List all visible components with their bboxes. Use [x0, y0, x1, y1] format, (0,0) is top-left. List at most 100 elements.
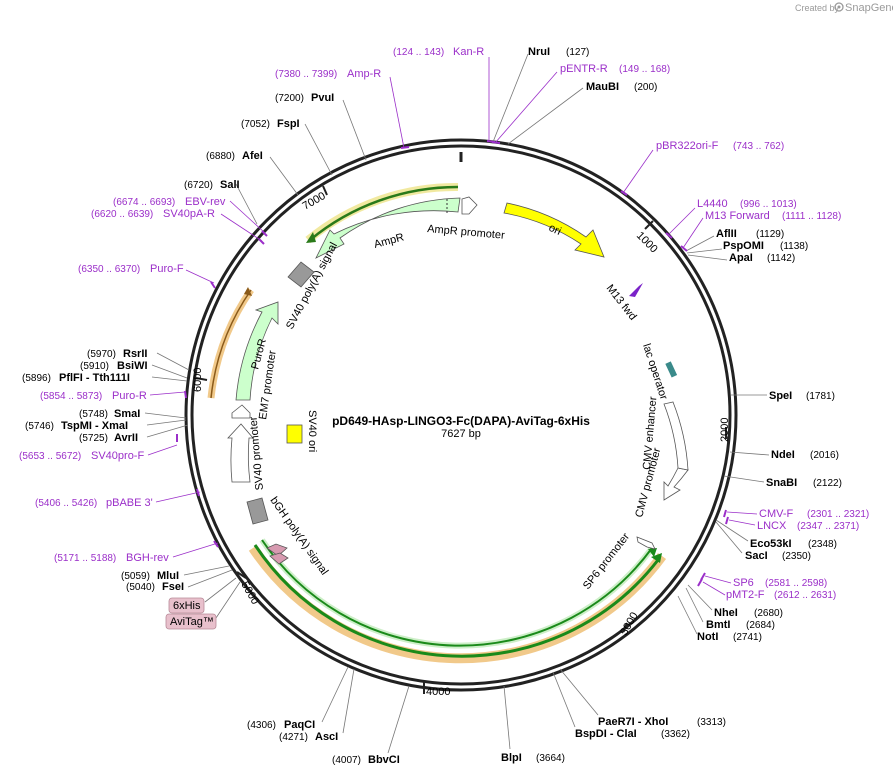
- restriction-site-ndei[interactable]: NdeI (2016): [729, 449, 839, 461]
- restriction-site-snabi[interactable]: SnaBI (2122): [723, 475, 842, 489]
- svg-text:(2684): (2684): [746, 620, 775, 631]
- svg-text:(3362): (3362): [661, 729, 690, 740]
- restriction-site-blpi[interactable]: BlpI (3664): [501, 685, 565, 764]
- restriction-site-fspi[interactable]: FspI (7052): [241, 118, 333, 176]
- restriction-site-tspmi-xmai[interactable]: TspMI - XmaI (5746): [25, 419, 187, 432]
- primer-amp-r[interactable]: Amp-R (7380 .. 7399): [275, 68, 410, 149]
- svg-text:(2741): (2741): [733, 632, 762, 643]
- svg-text:NotI: NotI: [697, 631, 718, 643]
- primer-sv40pro-f[interactable]: SV40pro-F (5653 .. 5672): [19, 434, 178, 462]
- restriction-site-pvui[interactable]: PvuI (7200): [275, 92, 367, 161]
- svg-text:(5406 .. 5426): (5406 .. 5426): [35, 498, 97, 509]
- insert-orf-inner-line: [261, 539, 653, 647]
- svg-text:(7380 .. 7399): (7380 .. 7399): [275, 69, 337, 80]
- restriction-site-pspomi[interactable]: PspOMI (1138): [686, 240, 808, 254]
- restriction-site-mlui[interactable]: MluI (5059): [121, 565, 230, 582]
- em7-promoter-arrow: [231, 404, 251, 419]
- primer-pmt2-f[interactable]: pMT2-F (2612 .. 2631): [697, 578, 836, 601]
- restriction-site-spei[interactable]: SpeI (1781): [731, 390, 835, 402]
- svg-text:SP6: SP6: [733, 577, 754, 589]
- ampr-orf-arrow: [309, 185, 459, 241]
- primer-l4440[interactable]: L4440 (996 .. 1013): [665, 198, 797, 239]
- restriction-site-maubi[interactable]: MauBI (200): [507, 81, 657, 145]
- restriction-site-rsrii[interactable]: RsrII (5970): [87, 348, 190, 371]
- primer-pentr-r[interactable]: pENTR-R (149 .. 168): [491, 63, 670, 144]
- restriction-site-bspdi-clai[interactable]: BspDI - ClaI (3362): [552, 671, 690, 740]
- restriction-site-avrii[interactable]: AvrII (5725): [79, 424, 189, 444]
- primer-kan-r[interactable]: Kan-R (124 .. 143): [393, 46, 496, 143]
- svg-text:pENTR-R: pENTR-R: [560, 63, 608, 75]
- primer-sv40pa-r[interactable]: SV40pA-R (6620 .. 6639): [91, 208, 265, 245]
- restriction-site-asci[interactable]: AscI (4271): [279, 668, 355, 743]
- restriction-site-nhei[interactable]: NheI (2680): [687, 584, 783, 619]
- svg-text:AfeI: AfeI: [242, 150, 263, 162]
- restriction-site-paqci[interactable]: PaqCI (4306): [247, 666, 349, 731]
- restriction-site-pflfi-tth111i[interactable]: PflFI - Tth111I (5896): [22, 372, 188, 384]
- svg-text:(7052): (7052): [241, 119, 270, 130]
- primer-sp6[interactable]: SP6 (2581 .. 2598): [700, 572, 827, 589]
- svg-text:(3664): (3664): [536, 753, 565, 764]
- primer-puro-r[interactable]: Puro-R (5854 .. 5873): [40, 390, 187, 402]
- tag-feature-avitag-marker: [269, 552, 289, 565]
- primer-m13-forward[interactable]: M13 Forward (1111 .. 1128): [680, 210, 841, 252]
- restriction-site-bmti[interactable]: BmtI (2684): [685, 587, 775, 631]
- primer-bgh-rev[interactable]: BGH-rev (5171 .. 5188): [54, 540, 219, 564]
- svg-text:MauBI: MauBI: [586, 81, 619, 93]
- svg-text:SV40pro-F: SV40pro-F: [91, 450, 144, 462]
- svg-text:(6674 .. 6693): (6674 .. 6693): [113, 197, 175, 208]
- restriction-site-paer7i-xhoi[interactable]: PaeR7I - XhoI (3313): [559, 668, 726, 728]
- feature-label-m13-fwd: M13 fwd: [604, 282, 639, 322]
- tick-label: 3000: [618, 610, 641, 637]
- svg-text:6xHis: 6xHis: [173, 600, 201, 612]
- svg-text:NheI: NheI: [714, 607, 738, 619]
- restriction-site-apai[interactable]: ApaI (1142): [687, 252, 795, 264]
- tick-label: 4000: [426, 686, 450, 698]
- restriction-site-nrui[interactable]: NruI (127): [492, 46, 589, 143]
- svg-text:(6350 .. 6370): (6350 .. 6370): [78, 264, 140, 275]
- restriction-site-fsei[interactable]: FseI (5040): [126, 569, 233, 593]
- primer-pbr322ori-f[interactable]: pBR322ori-F (743 .. 762): [620, 140, 784, 196]
- svg-text:LNCX: LNCX: [757, 520, 787, 532]
- svg-text:SacI: SacI: [745, 550, 768, 562]
- svg-text:(5748): (5748): [79, 409, 108, 420]
- feature-label-ampr: AmpR: [373, 231, 406, 251]
- svg-text:Eco53kI: Eco53kI: [750, 538, 792, 550]
- svg-text:Kan-R: Kan-R: [453, 46, 484, 58]
- restriction-site-smai[interactable]: SmaI (5748): [79, 408, 187, 420]
- svg-text:(4306): (4306): [247, 720, 276, 731]
- ampr-promoter-arrow: [461, 196, 478, 215]
- svg-text:(5725): (5725): [79, 433, 108, 444]
- primer-ebv-rev[interactable]: EBV-rev (6674 .. 6693): [113, 196, 268, 237]
- primer-puro-f[interactable]: Puro-F (6350 .. 6370): [78, 263, 216, 289]
- primer-pbabe-3[interactable]: pBABE 3' (5406 .. 5426): [35, 488, 201, 509]
- primer-cmv-f[interactable]: CMV-F (2301 .. 2321): [723, 508, 869, 520]
- svg-text:(6620 .. 6639): (6620 .. 6639): [91, 209, 153, 220]
- restriction-site-bsiwi[interactable]: BsiWI (5910): [80, 360, 188, 379]
- restriction-site-noti[interactable]: NotI (2741): [677, 595, 762, 643]
- primer-lncx[interactable]: LNCX (2347 .. 2371): [725, 516, 859, 532]
- restriction-site-sali[interactable]: SalI (6720): [184, 179, 258, 225]
- position-ticks: 1000 2000 3000 4000 5000 6000 7000: [192, 185, 731, 698]
- svg-text:NdeI: NdeI: [771, 449, 795, 461]
- svg-text:(2581 .. 2598): (2581 .. 2598): [765, 578, 827, 589]
- svg-text:BspDI - ClaI: BspDI - ClaI: [575, 728, 637, 740]
- restriction-site-eco53ki[interactable]: Eco53kI (2348): [715, 519, 837, 550]
- tag-6xhis[interactable]: 6xHis: [168, 577, 237, 614]
- svg-text:(6720): (6720): [184, 180, 213, 191]
- svg-text:(3313): (3313): [697, 717, 726, 728]
- feature-label-sv40-polya: SV40 poly(A) signal: [284, 240, 340, 331]
- svg-text:(2016): (2016): [810, 450, 839, 461]
- svg-text:L4440: L4440: [697, 198, 728, 210]
- restriction-site-afei[interactable]: AfeI (6880): [206, 150, 299, 196]
- restriction-site-aflii[interactable]: AflII (1129): [685, 228, 784, 252]
- svg-text:BsiWI: BsiWI: [117, 360, 148, 372]
- restriction-site-saci[interactable]: SacI (2350): [715, 521, 811, 562]
- svg-text:CMV-F: CMV-F: [759, 508, 794, 520]
- tag-avitag[interactable]: AviTag™: [165, 581, 241, 630]
- svg-text:(7200): (7200): [275, 93, 304, 104]
- restriction-site-bbvci[interactable]: BbvCI (4007): [332, 685, 410, 766]
- svg-text:PspOMI: PspOMI: [723, 240, 764, 252]
- puror-orf-line: [210, 289, 252, 399]
- svg-text:(124 .. 143): (124 .. 143): [393, 47, 444, 58]
